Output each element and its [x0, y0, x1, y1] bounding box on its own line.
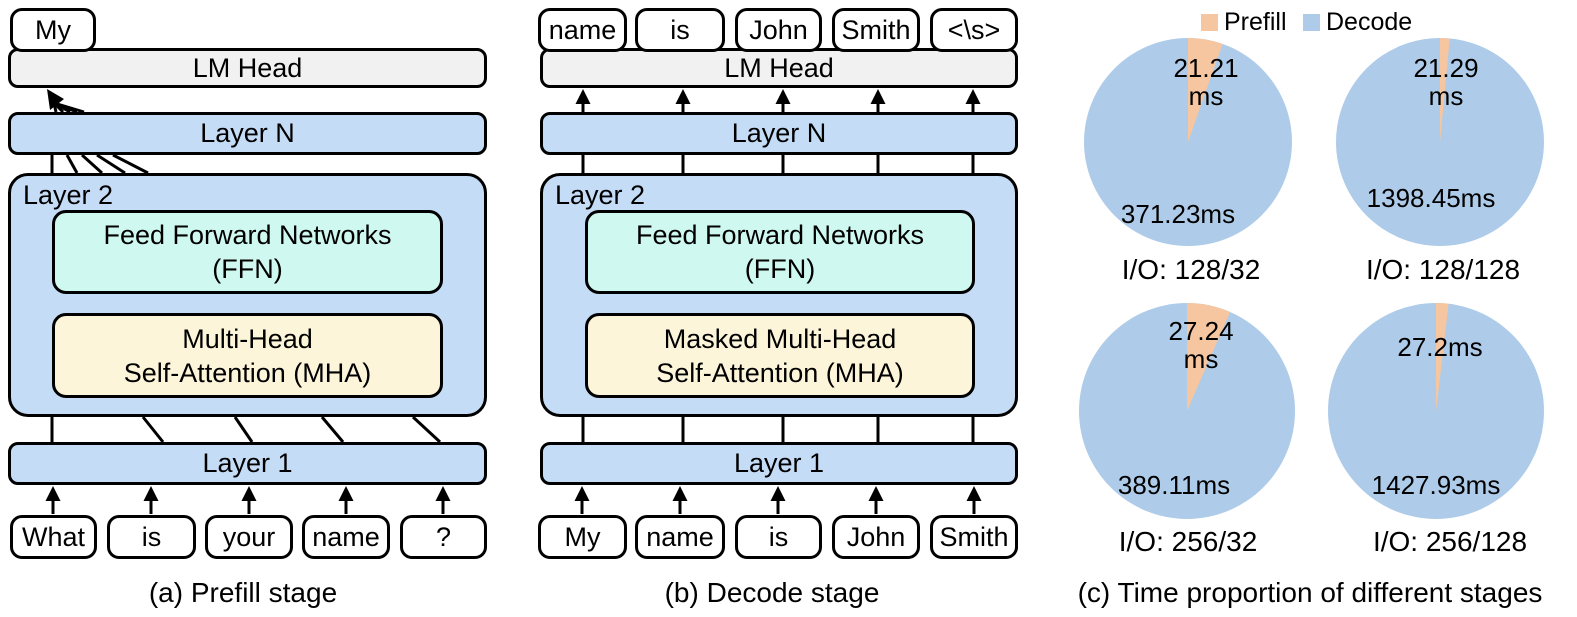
layer-n-box: Layer N	[8, 112, 487, 155]
lm-head-label: LM Head	[192, 52, 303, 83]
prefill-time-label: 27.2ms	[1397, 332, 1483, 362]
caption-decode: (b) Decode stage	[664, 577, 880, 608]
io-config-label: I/O: 256/32	[1118, 526, 1258, 557]
legend-item-prefill: Prefill	[1201, 8, 1287, 37]
layer-n-label: Layer N	[200, 118, 295, 148]
legend-item-decode: Decode	[1303, 8, 1412, 37]
caption-time-proportion: (c) Time proportion of different stages	[1077, 577, 1543, 608]
prefill-time-label: 21.29 ms	[1413, 53, 1479, 111]
prefill-swatch-icon	[1201, 14, 1218, 31]
pie-chart-io-128-128	[1336, 38, 1544, 246]
ffn-box: Feed Forward Networks (FFN)	[585, 210, 975, 294]
io-config-label: I/O: 128/32	[1121, 254, 1261, 285]
input-token: My	[538, 515, 627, 559]
input-token: John	[832, 515, 920, 559]
prefill-time-label: 21.21 ms	[1173, 53, 1239, 111]
ffn-line1: Feed Forward Networks	[103, 220, 392, 250]
input-token: name	[302, 515, 390, 559]
input-token: ?	[400, 515, 487, 559]
input-token: your	[205, 515, 293, 559]
input-token: is	[735, 515, 822, 559]
decode-time-label: 371.23ms	[1120, 199, 1236, 229]
lm-head-label: LM Head	[724, 52, 834, 83]
input-token: What	[10, 515, 97, 559]
layer-2-label: Layer 2	[555, 180, 646, 210]
pie-chart-io-256-128	[1328, 303, 1544, 519]
decode-time-label: 1427.93ms	[1371, 470, 1501, 500]
output-token: Smith	[832, 8, 920, 52]
input-token: name	[635, 515, 725, 559]
mha-line2: Self-Attention (MHA)	[123, 357, 372, 388]
decode-time-label: 1398.45ms	[1366, 183, 1496, 213]
mha-line1: Masked Multi-Head	[663, 323, 897, 354]
pie-chart-io-128-32	[1084, 38, 1292, 246]
prefill-time-label: 27.24 ms	[1168, 316, 1234, 374]
ffn-line1: Feed Forward Networks	[635, 220, 925, 250]
mha-line2: Self-Attention (MHA)	[656, 357, 904, 388]
io-config-label: I/O: 128/128	[1365, 254, 1521, 285]
layer-n-box: Layer N	[540, 112, 1018, 155]
ffn-line2: (FFN)	[744, 254, 816, 284]
masked-mha-box: Masked Multi-Head Self-Attention (MHA)	[585, 313, 975, 398]
layer-1-box: Layer 1	[540, 442, 1018, 485]
legend-label-decode: Decode	[1326, 8, 1413, 36]
layer-1-label: Layer 1	[733, 448, 825, 478]
decode-time-label: 389.11ms	[1117, 470, 1231, 500]
io-config-label: I/O: 256/128	[1372, 526, 1528, 557]
layer-2-label: Layer 2	[23, 180, 114, 210]
ffn-box: Feed Forward Networks (FFN)	[52, 210, 443, 294]
layer-1-label: Layer 1	[202, 448, 293, 478]
output-token: <\s>	[930, 8, 1018, 52]
mha-line1: Multi-Head	[182, 323, 313, 354]
output-token: is	[635, 8, 725, 52]
input-token: Smith	[930, 515, 1018, 559]
input-token: is	[107, 515, 196, 559]
mha-box: Multi-Head Self-Attention (MHA)	[52, 313, 443, 398]
legend-label-prefill: Prefill	[1224, 8, 1287, 36]
layer-n-label: Layer N	[731, 118, 827, 148]
output-token: My	[10, 8, 96, 52]
layer-1-box: Layer 1	[8, 442, 487, 485]
output-token: John	[735, 8, 822, 52]
caption-prefill: (a) Prefill stage	[148, 577, 338, 608]
decode-swatch-icon	[1303, 14, 1320, 31]
pie-chart-io-256-32	[1079, 303, 1295, 519]
lm-head-box: LM Head	[8, 48, 487, 88]
output-token: name	[538, 8, 627, 52]
ffn-line2: (FFN)	[212, 254, 283, 284]
lm-head-box: LM Head	[540, 48, 1018, 88]
